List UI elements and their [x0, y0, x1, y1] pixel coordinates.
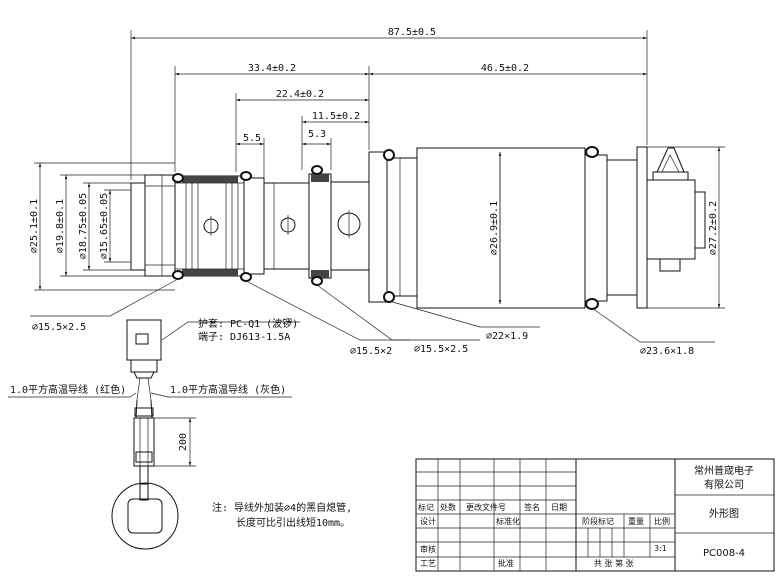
dim-overall-length: 87.5±0.5: [388, 27, 436, 38]
dim-dia-27-2: ⌀27.2±0.2: [708, 201, 719, 255]
tb-h-sheji: 设计: [420, 516, 436, 526]
tb-h-biaozhunhua: 标准化: [496, 516, 520, 526]
dim-body-left: 33.4±0.2: [248, 63, 296, 74]
dim-22-4: 22.4±0.2: [276, 89, 324, 100]
dim-5-5: 5.5: [243, 133, 261, 144]
o-rings: [172, 146, 599, 310]
tb-h-gaiwen: 更改文件号: [466, 502, 506, 512]
note-line-1: 注: 导线外加装⌀4的黑自熄管,: [212, 501, 352, 514]
dim-body-right: 46.5±0.2: [481, 63, 529, 74]
dim-dia-15-65: ⌀15.65±0.05: [99, 193, 110, 259]
title-block: 标记 处数 更改文件号 签名 日期 设计 标准化 审核 工艺 批准 阶段标记 重…: [415, 458, 775, 572]
tb-h-bili: 比例: [654, 516, 670, 526]
tb-scale: 3:1: [654, 544, 667, 553]
note-line-2: 长度可比引出线短10mm。: [236, 516, 350, 529]
tb-h-biaoji: 标记: [418, 502, 434, 512]
callout-oring-22x1-9: ⌀22×1.9: [486, 331, 528, 342]
horizontal-dimensions: 87.5±0.5 33.4±0.2 46.5±0.2 22.4±0.2 11.5…: [130, 27, 648, 180]
dim-5-3: 5.3: [308, 129, 326, 140]
label-terminal: 端子: DJ613-1.5A: [198, 330, 290, 343]
tb-h-shenhe: 审核: [420, 544, 436, 554]
dim-dia-19-8: ⌀19.8±0.1: [55, 199, 66, 253]
callout-oring-15-5x2-5-mid: ⌀15.5×2.5: [414, 344, 468, 355]
vertical-dimensions: ⌀25.1±0.1 ⌀19.8±0.1 ⌀18.75±0.05 ⌀15.65±0…: [29, 146, 725, 309]
label-wire-gray: 1.0平方高温导线 (灰色): [170, 383, 286, 396]
tb-h-zhongliang: 重量: [628, 516, 644, 526]
label-sleeve: 护套: PC-Q1 (波锣): [198, 317, 298, 330]
tb-h-riqi: 日期: [551, 503, 567, 512]
tb-h-gongyi: 工艺: [420, 559, 436, 568]
connector-leaders: [8, 321, 300, 398]
tb-h-chushu: 处数: [440, 502, 456, 512]
callout-leaders: [30, 278, 715, 343]
dim-dia-25-1: ⌀25.1±0.1: [29, 199, 40, 253]
tb-drawing-number: PC008-4: [703, 548, 745, 559]
tb-h-sheets: 共 张 第 张: [594, 558, 634, 568]
tb-company-line1: 常州普宬电子: [694, 464, 754, 477]
callout-oring-15-5x2: ⌀15.5×2: [350, 346, 392, 357]
valve-body: [130, 146, 706, 309]
tb-h-jieduan: 阶段标记: [582, 516, 614, 526]
tb-company-line2: 有限公司: [704, 478, 744, 491]
tb-h-pizhun: 批准: [498, 558, 514, 568]
dim-11-5: 11.5±0.2: [312, 111, 360, 122]
callout-oring-15-5x2-5-left: ⌀15.5×2.5: [32, 322, 86, 333]
dim-dia-26-9: ⌀26.9±0.1: [489, 201, 500, 255]
dim-dia-18-75: ⌀18.75±0.05: [78, 193, 89, 259]
length-200-dimension: 200: [154, 417, 196, 467]
tb-drawing-name: 外形图: [709, 508, 739, 520]
callout-oring-23-6x1-8: ⌀23.6×1.8: [640, 346, 694, 357]
connector-view: [111, 319, 179, 550]
dim-length-200: 200: [178, 433, 189, 451]
label-wire-red: 1.0平方高温导线 (红色): [10, 383, 126, 396]
tb-h-qianming: 签名: [524, 502, 540, 512]
